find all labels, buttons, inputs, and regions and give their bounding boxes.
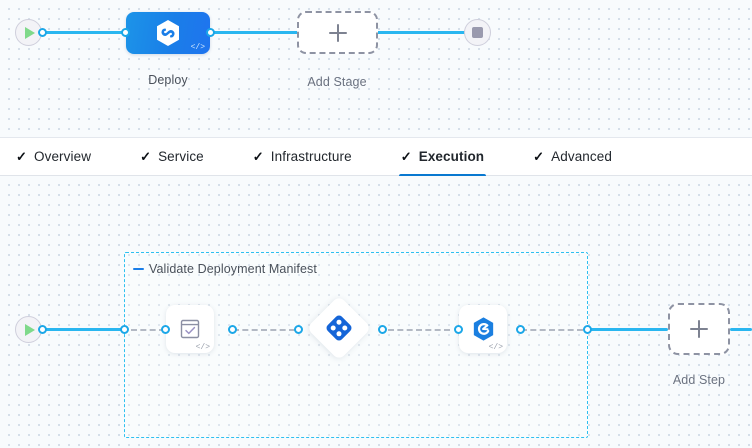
tab-service[interactable]: ✓ Service (138, 137, 206, 176)
step-group-title: Validate Deployment Manifest (149, 262, 317, 276)
pipeline-end-node[interactable] (464, 19, 491, 46)
deploy-input-dot[interactable] (121, 28, 130, 37)
group-output-dot[interactable] (583, 325, 592, 334)
play-icon (25, 27, 35, 39)
tab-infrastructure[interactable]: ✓ Infrastructure (251, 137, 354, 176)
code-badge-icon: </> (196, 343, 210, 352)
link-rolling-to-group-out (521, 329, 583, 331)
add-step-label: Add Step (644, 372, 752, 388)
add-stage-button[interactable] (297, 11, 378, 54)
execution-graph-canvas[interactable]: Validate Deployment Manifest </> (0, 176, 752, 448)
dry-run-output-dot[interactable] (228, 325, 237, 334)
execution-start-output-dot[interactable] (38, 325, 47, 334)
stage-node-deploy[interactable]: </> (126, 12, 210, 54)
check-icon: ✓ (253, 150, 264, 163)
link-group-to-addstep (588, 328, 668, 331)
deploy-output-dot[interactable] (206, 28, 215, 37)
approval-diamond-icon (324, 313, 354, 343)
check-icon: ✓ (401, 150, 412, 163)
link-group-in-to-dryrun (131, 329, 165, 331)
link-addstage-to-end (374, 31, 470, 34)
add-stage-label: Add Stage (277, 74, 397, 90)
step-node-dry-run[interactable]: </> (166, 305, 214, 353)
play-icon (25, 324, 35, 336)
stage-graph-canvas[interactable]: </> Deploy Add Stage (0, 0, 752, 137)
approve-input-dot[interactable] (294, 325, 303, 334)
tab-overview[interactable]: ✓ Overview (14, 137, 93, 176)
check-icon: ✓ (140, 150, 151, 163)
stage-config-tabs: ✓ Overview ✓ Service ✓ Infrastructure ✓ … (0, 137, 752, 176)
tab-advanced[interactable]: ✓ Advanced (531, 137, 614, 176)
tab-execution-label: Execution (419, 149, 484, 164)
rolling-input-dot[interactable] (454, 325, 463, 334)
tab-advanced-label: Advanced (551, 149, 612, 164)
link-approve-to-rolling (388, 329, 450, 331)
tab-overview-label: Overview (34, 149, 91, 164)
tab-execution[interactable]: ✓ Execution (399, 137, 486, 176)
tab-infrastructure-label: Infrastructure (271, 149, 352, 164)
dry-run-input-dot[interactable] (161, 325, 170, 334)
step-node-rolling-deployment[interactable]: </> (459, 305, 507, 353)
minus-icon[interactable] (133, 268, 144, 270)
approve-output-dot[interactable] (378, 325, 387, 334)
harness-hexagon-icon (155, 19, 181, 47)
start-output-dot[interactable] (38, 28, 47, 37)
link-deploy-to-addstage (211, 31, 303, 34)
group-input-dot[interactable] (120, 325, 129, 334)
stop-icon (472, 27, 483, 38)
plus-icon (329, 24, 347, 42)
code-badge-icon: </> (191, 43, 205, 52)
tab-service-label: Service (158, 149, 204, 164)
stage-label-deploy: Deploy (108, 72, 228, 88)
check-icon: ✓ (16, 150, 27, 163)
link-start-to-group (40, 328, 125, 331)
add-step-button[interactable] (668, 303, 730, 355)
rolling-deployment-icon (471, 316, 496, 342)
code-badge-icon: </> (489, 343, 503, 352)
plus-icon (690, 320, 708, 338)
rolling-output-dot[interactable] (516, 325, 525, 334)
checklist-window-icon (178, 317, 202, 341)
step-group-header[interactable]: Validate Deployment Manifest (133, 262, 317, 276)
link-addstep-to-next (730, 328, 752, 331)
check-icon: ✓ (533, 150, 544, 163)
link-dryrun-to-approve (233, 329, 295, 331)
